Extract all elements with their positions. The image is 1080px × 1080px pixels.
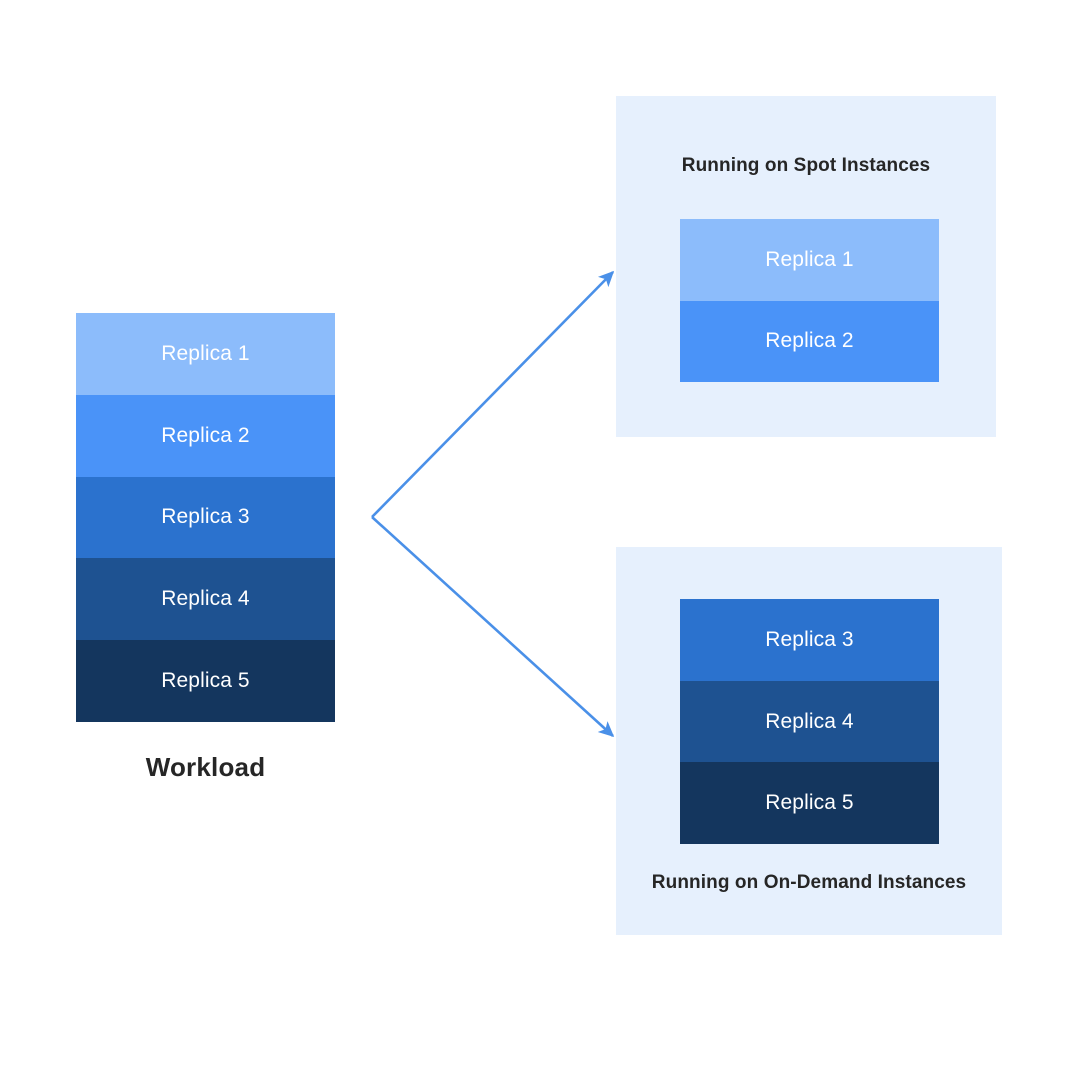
on-demand-replica-stack: Replica 3 Replica 4 Replica 5 xyxy=(680,599,939,845)
panel-on-demand-title: Running on On-Demand Instances xyxy=(651,872,967,893)
replica-label: Replica 3 xyxy=(765,627,854,651)
replica-label: Replica 2 xyxy=(765,329,854,353)
workload-replica-4: Replica 4 xyxy=(76,558,335,641)
workload-replica-3: Replica 3 xyxy=(76,476,335,559)
panel-spot-title: Running on Spot Instances xyxy=(681,155,931,176)
replica-label: Replica 5 xyxy=(161,669,250,693)
spot-replica-stack: Replica 1 Replica 2 xyxy=(680,219,939,382)
workload-replica-stack: Replica 1 Replica 2 Replica 3 Replica 4 … xyxy=(76,313,335,722)
on-demand-replica-4: Replica 4 xyxy=(680,680,939,763)
spot-replica-1: Replica 1 xyxy=(680,219,939,301)
replica-label: Replica 5 xyxy=(765,791,854,815)
arrow-to-on-demand-icon xyxy=(371,516,615,738)
on-demand-replica-3: Replica 3 xyxy=(680,599,939,681)
workload-replica-2: Replica 2 xyxy=(76,394,335,477)
spot-replica-2: Replica 2 xyxy=(680,300,939,382)
replica-label: Replica 1 xyxy=(161,341,250,365)
replica-label: Replica 2 xyxy=(161,423,250,447)
on-demand-replica-5: Replica 5 xyxy=(680,762,939,845)
workload-replica-5: Replica 5 xyxy=(76,640,335,722)
replica-label: Replica 4 xyxy=(765,709,854,733)
workload-replica-1: Replica 1 xyxy=(76,313,335,395)
replica-label: Replica 3 xyxy=(161,505,250,529)
workload-caption: Workload xyxy=(145,752,266,782)
replica-label: Replica 1 xyxy=(765,247,854,271)
arrow-to-spot-icon xyxy=(371,270,615,518)
replica-label: Replica 4 xyxy=(161,587,250,611)
